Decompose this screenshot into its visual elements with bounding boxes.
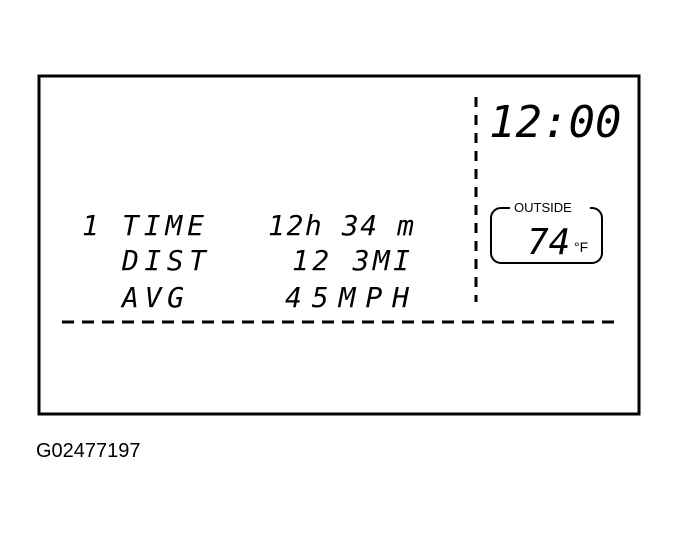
trip-label-avg: AVG xyxy=(120,281,184,314)
trip-label-dist: DIST xyxy=(121,244,208,277)
outside-label: OUTSIDE xyxy=(514,200,572,215)
outside-label-gap xyxy=(510,200,590,214)
outside-temp-value: 74 xyxy=(527,222,570,263)
figure-id: G02477197 xyxy=(36,440,141,462)
trip-value-time: 12h 34 m xyxy=(268,209,414,242)
outside-temp-unit: °F xyxy=(574,239,588,255)
trip-value-dist: 12 3MI xyxy=(292,244,410,277)
clock-readout: 12:00 xyxy=(489,97,621,148)
trip-label-time: TIME xyxy=(122,209,204,242)
trip-index: 1 xyxy=(82,209,99,242)
display-frame xyxy=(37,74,641,416)
trip-value-avg: 45MPH xyxy=(285,281,409,314)
